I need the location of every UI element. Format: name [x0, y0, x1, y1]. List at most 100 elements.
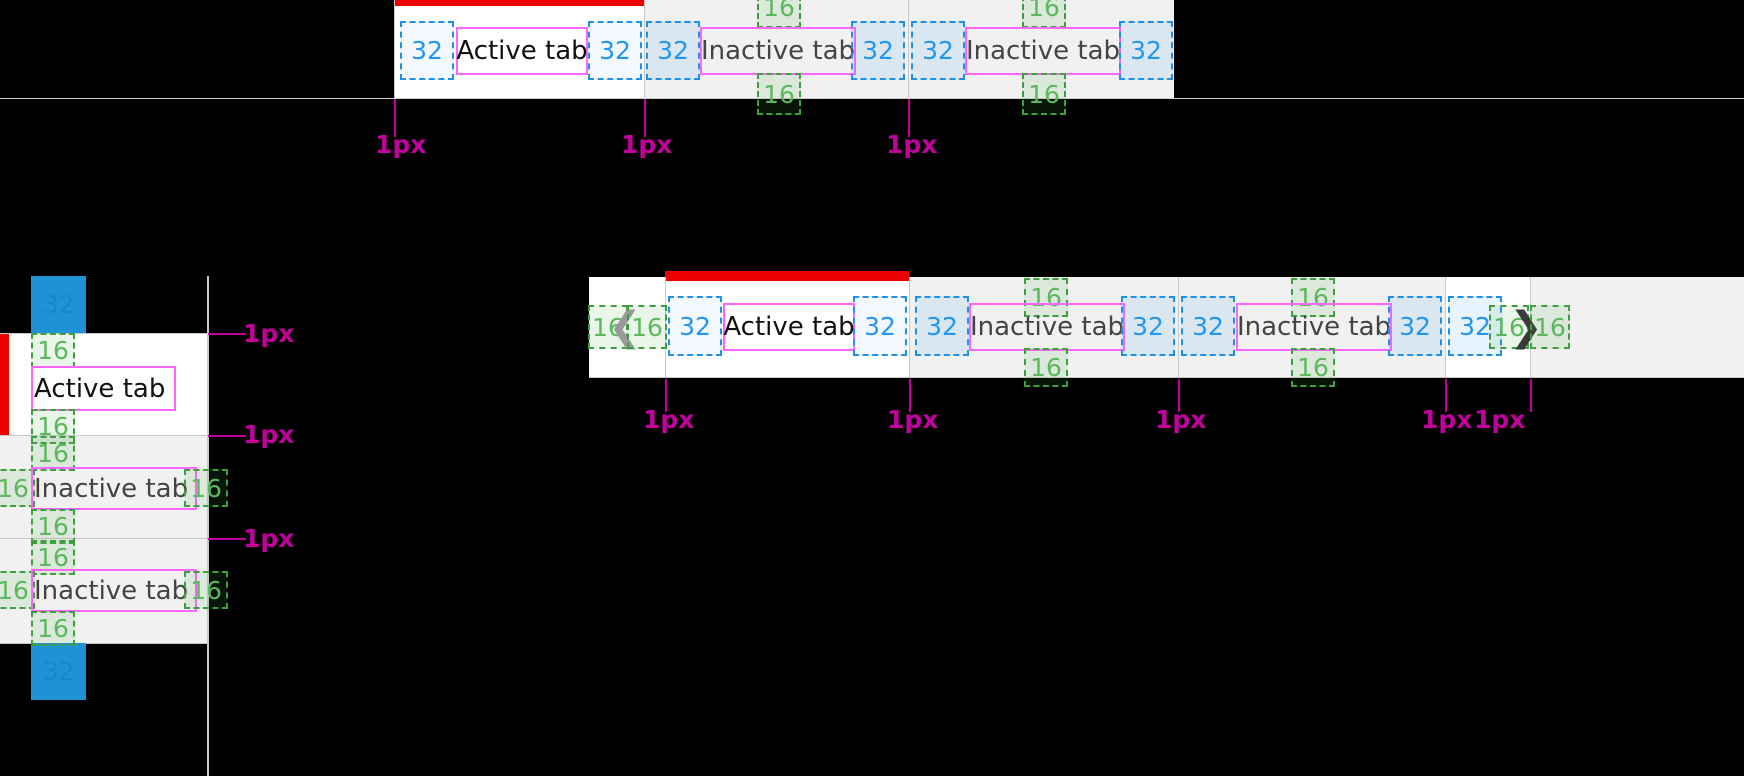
padding-value: 32: [864, 311, 896, 341]
vtab2-margin-left-16: 16: [0, 469, 35, 507]
margin-value: 16: [190, 473, 222, 503]
vtab2-margin-right-16: 16: [184, 469, 228, 507]
callout-tick: [1530, 379, 1532, 412]
margin-value: 16: [37, 439, 69, 468]
tabstrip-active-tab-bg: [394, 0, 644, 98]
margin-value: 16: [0, 473, 29, 503]
vtab-row-divider: [0, 643, 207, 644]
padding-value: 32: [922, 36, 954, 65]
vtab-row-divider: [0, 333, 207, 334]
tabstrip-divider: [1178, 277, 1179, 378]
tab1-padding-right-32: 32: [588, 21, 642, 80]
margin-value: 16: [0, 575, 29, 605]
padding-value: 32: [411, 36, 443, 65]
tab-label: Inactive tab: [965, 36, 1121, 66]
callout-tick: [909, 379, 911, 412]
tabstrip-divider: [909, 277, 910, 378]
tab3-padding-left-32: 32: [911, 21, 965, 80]
stab3-margin-bottom-16: 16: [1291, 348, 1335, 387]
padding-value: 32: [679, 311, 711, 341]
callout-tick: [908, 99, 910, 137]
margin-value: 16: [1297, 283, 1329, 312]
vtab3-label-box[interactable]: Inactive tab: [31, 569, 197, 612]
tabstrip-divider: [1445, 277, 1446, 378]
margin-value: 16: [37, 412, 69, 441]
chevron-left-icon[interactable]: ❮: [608, 305, 642, 349]
scroll-left-margin-right-16: 16: [627, 305, 667, 349]
tab-label: Active tab: [34, 373, 166, 404]
vtab1-margin-bottom-16: 16: [31, 409, 75, 444]
callout-1px-label: 1px: [621, 130, 673, 159]
margin-value: 16: [763, 0, 795, 22]
stab3-padding-left-32: 32: [1181, 296, 1235, 356]
vtab3-margin-bottom-16: 16: [31, 611, 75, 646]
padding-value: 32: [1192, 311, 1224, 341]
stab3-padding-right-32: 32: [1388, 296, 1442, 356]
padding-value: 32: [862, 36, 894, 65]
stab3-label-box[interactable]: Inactive tab: [1236, 303, 1392, 351]
margin-value: 16: [1493, 312, 1525, 342]
tabstrip-divider: [394, 0, 395, 98]
margin-value: 16: [763, 79, 795, 109]
margin-value: 16: [631, 312, 663, 342]
stab-inactive-bg: [1530, 277, 1744, 378]
margin-value: 16: [37, 336, 69, 365]
stab-active-bg: [665, 277, 909, 378]
tab2-margin-bottom-16: 16: [757, 73, 801, 115]
callout-tick: [208, 435, 246, 437]
scroll-right-margin-right-16: 16: [1530, 305, 1570, 349]
padding-value: 32: [1130, 36, 1162, 65]
tab1-label-box[interactable]: Active tab: [456, 27, 588, 75]
vtab2-label-box[interactable]: Inactive tab: [31, 467, 197, 510]
tabstrip-bottom-hairline: [0, 98, 1744, 99]
active-tab-accent-bar: [394, 0, 644, 6]
tab3-label-box[interactable]: Inactive tab: [965, 27, 1121, 75]
stab1-padding-left-32: 32: [668, 296, 722, 356]
scroll-block-value: 32: [42, 290, 75, 319]
stab1-label-box[interactable]: Active tab: [723, 303, 855, 351]
vtab-panel-border: [207, 276, 209, 776]
callout-tick: [644, 99, 646, 137]
tab2-label-box[interactable]: Inactive tab: [700, 27, 856, 75]
callout-1px-label: 1px: [1474, 405, 1526, 434]
margin-value: 16: [1030, 283, 1062, 312]
chevron-right-icon[interactable]: ❯: [1509, 305, 1543, 349]
padding-value: 32: [1132, 311, 1164, 341]
tab-label: Active tab: [456, 36, 588, 66]
tab3-margin-bottom-16: 16: [1022, 73, 1066, 115]
active-tab-accent-bar: [665, 271, 909, 281]
scroll-right-margin-left-16: 16: [1489, 305, 1529, 349]
vtab2-margin-bottom-16: 16: [31, 509, 75, 544]
vtab2-margin-top-16: 16: [31, 436, 75, 471]
scroll-left-margin-left-16: 16: [588, 305, 628, 349]
margin-value: 16: [592, 312, 624, 342]
stab1-padding-right-32: 32: [853, 296, 907, 356]
vtab1-margin-top-16: 16: [31, 333, 75, 368]
margin-value: 16: [1028, 79, 1060, 109]
stab-inactive-bg: [909, 277, 1445, 378]
tab1-padding-left-32: 32: [400, 21, 454, 80]
stab2-padding-left-32: 32: [915, 296, 969, 356]
scroll-right-button-bg: [1445, 277, 1530, 378]
tab2-padding-right-32: 32: [851, 21, 905, 80]
margin-value: 16: [1534, 312, 1566, 342]
tab-label: Inactive tab: [700, 36, 856, 66]
vtab-scroll-block-top[interactable]: 32: [31, 276, 86, 333]
callout-1px-label: 1px: [243, 319, 295, 348]
tab-label: Inactive tab: [1236, 312, 1392, 342]
callout-1px-label: 1px: [887, 405, 939, 434]
chevron-left-glyph: ❮: [608, 304, 642, 350]
vtab-row-divider: [0, 538, 207, 539]
stab2-label-box[interactable]: Inactive tab: [969, 303, 1125, 351]
vtab-scroll-block-bottom[interactable]: 32: [31, 643, 86, 700]
vtab-active-bg: [0, 333, 207, 435]
vtab-row-divider: [0, 435, 207, 436]
padding-value: 32: [926, 311, 958, 341]
tab3-margin-top-16: 16: [1022, 0, 1066, 28]
callout-1px-label: 1px: [886, 130, 938, 159]
chevron-right-glyph: ❯: [1509, 304, 1543, 350]
stab2-padding-right-32: 32: [1121, 296, 1175, 356]
margin-value: 16: [190, 575, 222, 605]
vtab1-label-box[interactable]: Active tab: [31, 366, 176, 411]
